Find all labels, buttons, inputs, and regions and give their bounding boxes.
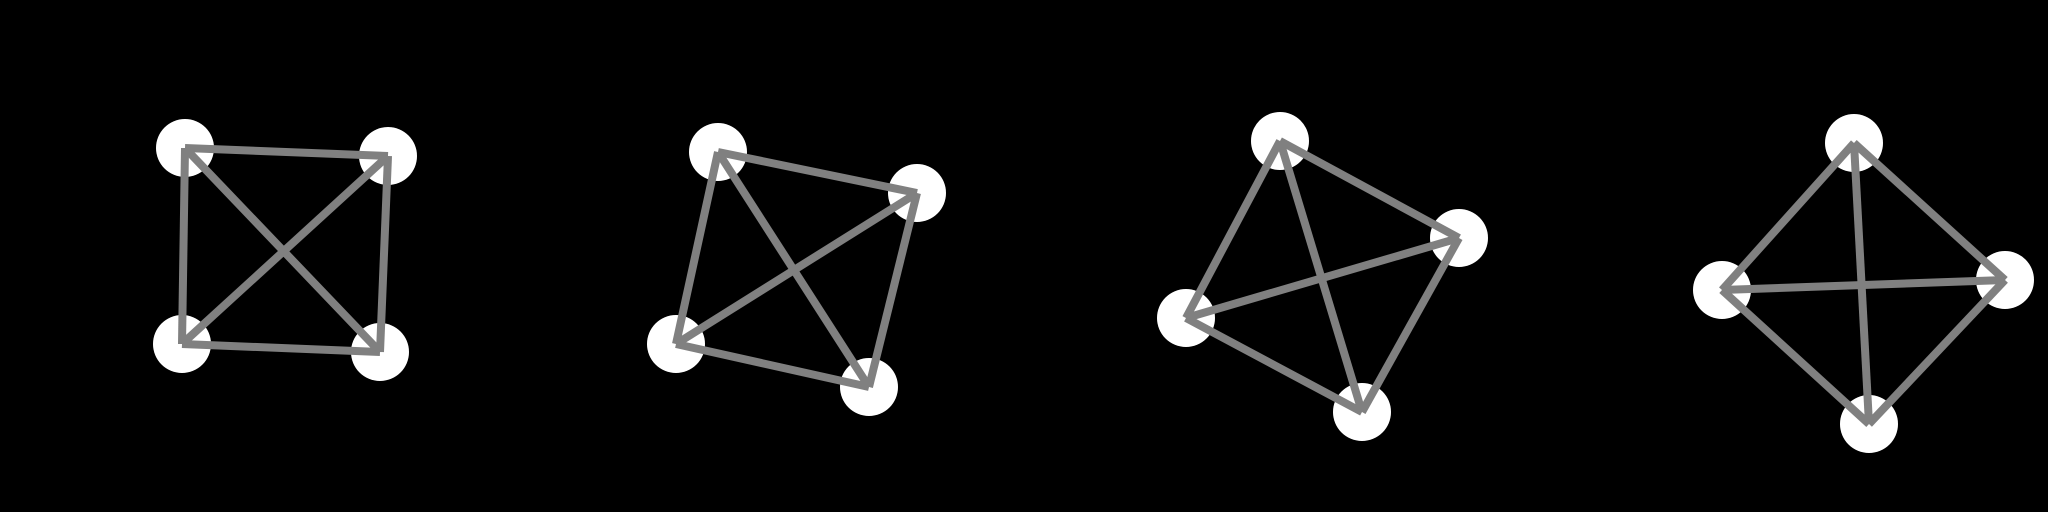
graph-edge [178,147,189,345]
graph-edge [1184,234,1461,322]
graph-edge [675,340,870,391]
graph-edge [184,144,389,160]
graph-edge [717,148,918,197]
graph-edge [179,153,391,347]
graph-1 [153,119,417,381]
graph-edge [1721,276,2006,294]
graph-edge [1278,137,1461,242]
graph-edge [1719,140,1857,293]
graph-edge [865,192,921,388]
graph-edge [672,151,722,345]
graph-edge [1358,236,1463,414]
graph-edge [376,155,392,353]
graph-3 [1157,112,1488,441]
graph-edge [673,189,920,348]
graphs-layer [153,112,2034,453]
graph-edge [1184,314,1364,416]
graph-edge [1866,277,2008,427]
graph-edge [181,340,381,356]
graph-edge [1851,140,2008,283]
graph-2 [647,123,946,416]
graph-edge [1719,287,1872,427]
graph-edge [1182,139,1284,320]
graph-4 [1693,114,2034,453]
